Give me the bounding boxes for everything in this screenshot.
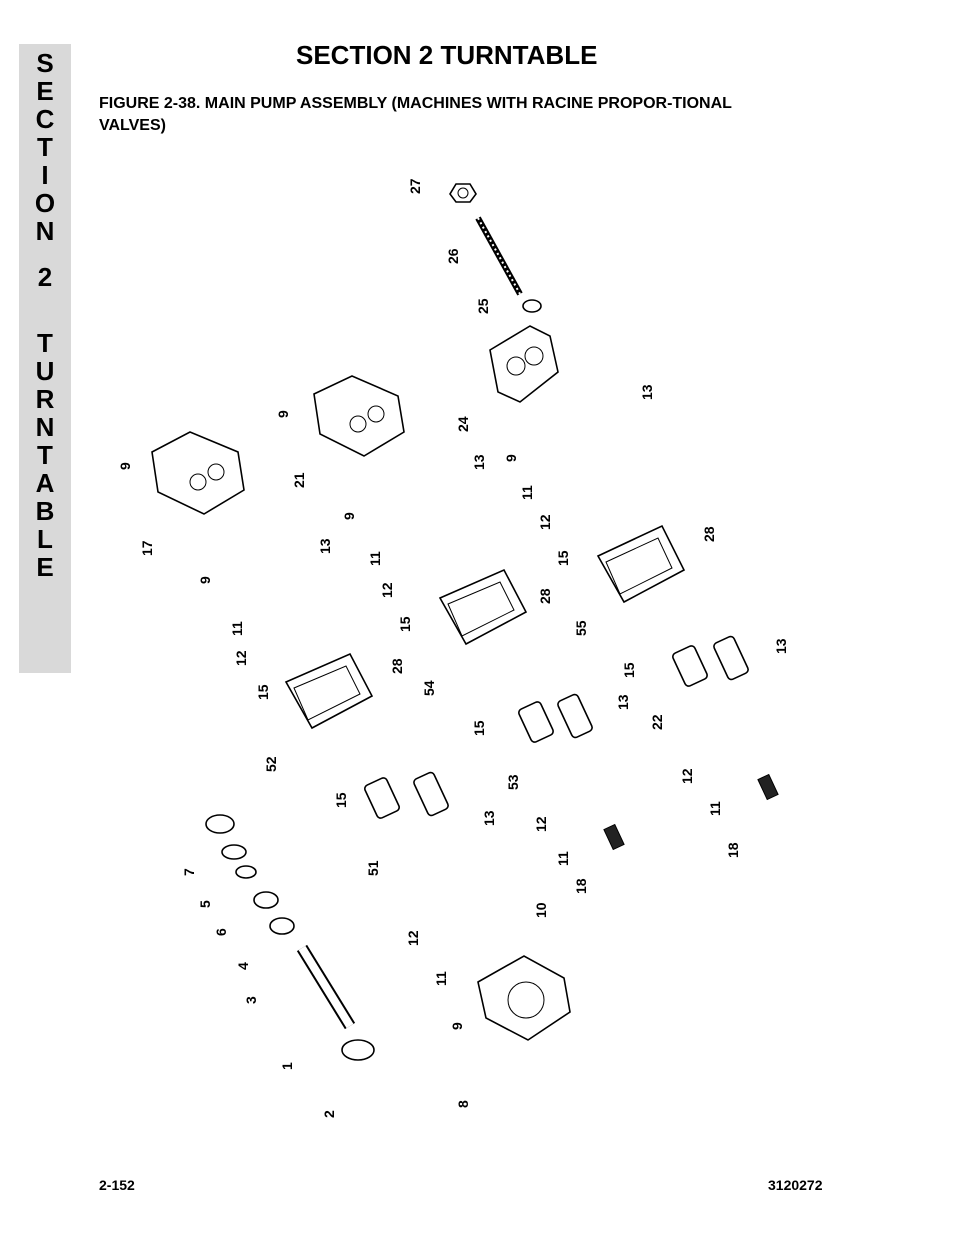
callout-label: 13 — [615, 694, 631, 710]
part-stud — [475, 216, 523, 296]
part-shaft-18a — [757, 773, 779, 801]
side-tab-letter: E — [36, 76, 54, 106]
callout-label: 13 — [317, 538, 333, 554]
callout-label: 28 — [537, 588, 553, 604]
callout-label: 7 — [181, 868, 197, 876]
exploded-pump-diagram: 2726252413911121528551513221211189219131… — [117, 178, 789, 1118]
side-tab-letter: S — [36, 48, 54, 78]
side-tab-letter: L — [37, 524, 53, 554]
part-body-55 — [596, 524, 686, 604]
callout-label: 27 — [407, 178, 423, 194]
callout-label: 18 — [725, 842, 741, 858]
callout-label: 51 — [365, 860, 381, 876]
part-drive-shaft-1 — [296, 944, 356, 1030]
side-tab-letter: U — [35, 356, 55, 386]
callout-label: 3 — [243, 996, 259, 1004]
part-housing-17 — [151, 431, 245, 515]
side-tab-letter: R — [35, 384, 55, 414]
callout-label: 15 — [397, 616, 413, 632]
callout-label: 15 — [255, 684, 271, 700]
callout-label: 55 — [573, 620, 589, 636]
callout-label: 11 — [433, 971, 449, 986]
callout-label: 13 — [639, 384, 655, 400]
callout-label: 6 — [213, 928, 229, 936]
part-gears-22 — [672, 635, 749, 687]
figure-title: FIGURE 2-38. MAIN PUMP ASSEMBLY (MACHINE… — [99, 95, 732, 134]
callout-label: 21 — [291, 472, 307, 488]
callout-label: 9 — [449, 1022, 465, 1030]
part-mounting-flange-8 — [477, 955, 571, 1041]
part-body-52 — [284, 652, 374, 730]
side-tab-letter: A — [35, 468, 55, 498]
callout-label: 1 — [279, 1062, 295, 1070]
callout-label: 13 — [471, 454, 487, 470]
side-tab-letter: 2 — [37, 262, 53, 292]
callout-label: 10 — [533, 902, 549, 918]
callout-label: 54 — [421, 680, 437, 696]
callout-label: 24 — [455, 416, 471, 432]
part-gears-53 — [518, 693, 593, 743]
callout-label: 12 — [379, 582, 395, 598]
callout-label: 12 — [537, 514, 553, 530]
callout-label: 15 — [333, 792, 349, 808]
callout-label: 11 — [229, 621, 245, 636]
callout-label: 53 — [505, 774, 521, 790]
callout-label: 11 — [555, 851, 571, 866]
callout-label: 12 — [233, 650, 249, 666]
part-nut — [449, 183, 477, 203]
side-tab-letter: T — [37, 132, 53, 162]
side-tab-letter: N — [35, 216, 55, 246]
callout-label: 8 — [455, 1100, 471, 1108]
part-port-end-cover-24 — [489, 325, 559, 403]
part-seals-rings — [205, 814, 375, 1061]
callout-label: 13 — [481, 810, 497, 826]
callout-label: 15 — [555, 550, 571, 566]
part-body-54 — [438, 568, 528, 646]
part-shaft-18b — [603, 823, 625, 851]
callout-label: 17 — [139, 540, 155, 556]
callout-label: 9 — [117, 462, 133, 470]
section-title: SECTION 2 TURNTABLE — [296, 40, 598, 70]
part-gears-51 — [364, 771, 449, 819]
callout-label: 15 — [471, 720, 487, 736]
side-tab-letter: O — [34, 188, 56, 218]
callout-label: 28 — [389, 658, 405, 674]
callout-label: 12 — [405, 930, 421, 946]
callout-label: 25 — [475, 298, 491, 314]
side-tab-letter: N — [35, 412, 55, 442]
side-tab-letter: E — [36, 552, 54, 582]
side-tab-letter: T — [37, 440, 53, 470]
callout-label: 12 — [533, 816, 549, 832]
callout-label: 12 — [679, 768, 695, 784]
callout-label: 9 — [341, 512, 357, 520]
callout-label: 26 — [445, 248, 461, 264]
callout-label: 5 — [197, 900, 213, 908]
side-tab-letter: B — [35, 496, 55, 526]
callout-label: 13 — [773, 638, 789, 654]
callout-label: 9 — [197, 576, 213, 584]
part-housing-21 — [313, 375, 405, 457]
callout-label: 9 — [503, 454, 519, 462]
callout-label: 4 — [235, 962, 251, 970]
side-tab-letter: T — [37, 328, 53, 358]
callout-label: 11 — [519, 485, 535, 500]
callout-label: 2 — [321, 1110, 337, 1118]
callout-label: 52 — [263, 756, 279, 772]
callout-label: 15 — [621, 662, 637, 678]
document-number: 3120272 — [768, 1177, 823, 1193]
callout-label: 11 — [367, 551, 383, 566]
side-tab-letter: C — [35, 104, 55, 134]
callout-label: 11 — [707, 801, 723, 816]
callout-label: 18 — [573, 878, 589, 894]
side-tab-letter: I — [41, 160, 49, 190]
page-number: 2-152 — [99, 1177, 135, 1193]
callout-label: 9 — [275, 410, 291, 418]
callout-label: 22 — [649, 714, 665, 730]
callout-label: 28 — [701, 526, 717, 542]
part-washer — [522, 299, 542, 313]
